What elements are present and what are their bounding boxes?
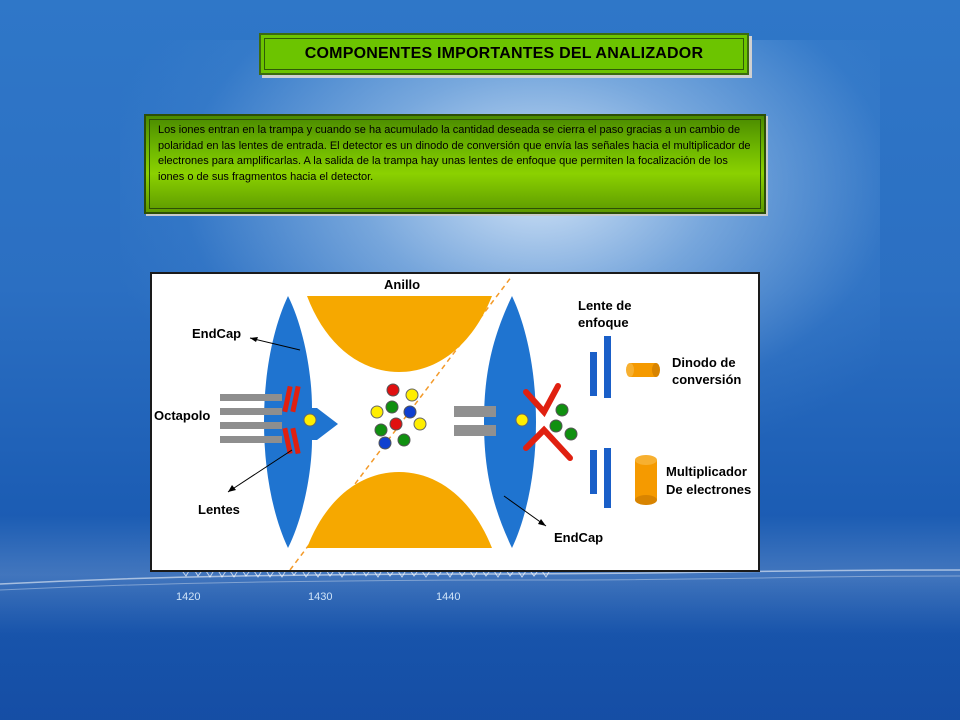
entrance-lens (282, 385, 293, 413)
axis-tick-label: 1440 (436, 591, 461, 603)
leader-line (503, 495, 547, 527)
label-anillo: Anillo (384, 277, 420, 292)
exit-lens (523, 425, 573, 461)
entrance-lens (290, 385, 301, 413)
label-endcap-top: EndCap (192, 326, 241, 341)
ion-green (564, 427, 578, 441)
leader-arrowhead (538, 519, 546, 526)
focus-lens (604, 336, 611, 398)
label-octapolo: Octapolo (154, 408, 210, 423)
leader-arrowhead (228, 485, 236, 492)
description-text: Los iones entran en la trampa y cuando s… (149, 119, 761, 209)
endcap-left (264, 296, 338, 548)
axis-tick-label: 1420 (176, 591, 201, 603)
ion-yellow (413, 417, 427, 431)
description-box: Los iones entran en la trampa y cuando s… (144, 114, 766, 214)
ion-blue (378, 436, 392, 450)
ion-red (389, 417, 403, 431)
conversion-dynode (626, 363, 660, 377)
octapole-rod (220, 436, 282, 443)
ion-blue (403, 405, 417, 419)
leader-line (249, 337, 301, 351)
slide-title: COMPONENTES IMPORTANTES DEL ANALIZADOR (264, 38, 744, 70)
ion-trap-diagram: Anillo EndCap Octapolo Lentes EndCap Len… (150, 272, 760, 572)
label-lente-enfoque-2: enfoque (578, 315, 629, 330)
focus-lens (604, 448, 611, 508)
ion-yellow (515, 413, 529, 427)
label-lentes: Lentes (198, 502, 240, 517)
octapole-rod (220, 408, 282, 415)
exit-lens (523, 383, 561, 418)
leader-arrowhead (250, 337, 258, 342)
label-multiplicador-2: De electrones (666, 482, 751, 497)
background-lower (0, 560, 960, 720)
electron-multiplier (635, 455, 657, 505)
ion-green (397, 433, 411, 447)
focus-lens (590, 450, 597, 494)
ion-yellow (303, 413, 317, 427)
ion-yellow (405, 388, 419, 402)
entrance-lens (282, 427, 293, 455)
endcap-right (484, 296, 536, 548)
ion-green (549, 419, 563, 433)
ion-green (374, 423, 388, 437)
ring-electrode-bottom (307, 472, 492, 548)
exit-slit (454, 406, 496, 417)
ion-red (386, 383, 400, 397)
label-dinodo-2: conversión (672, 372, 741, 387)
exit-slit (454, 425, 496, 436)
ion-yellow (370, 405, 384, 419)
entrance-lens (290, 427, 301, 455)
label-endcap-bottom: EndCap (554, 530, 603, 545)
octapole-rod (220, 394, 282, 401)
ring-electrode-top (307, 296, 492, 372)
ion-green (555, 403, 569, 417)
label-dinodo: Dinodo de (672, 355, 736, 370)
ion-green (385, 400, 399, 414)
leader-line (227, 449, 293, 493)
axis-tick-label: 1430 (308, 591, 333, 603)
ion-trap-svg: Anillo EndCap Octapolo Lentes EndCap Len… (154, 275, 751, 571)
octapole-rod (220, 422, 282, 429)
label-lente-enfoque: Lente de (578, 298, 631, 313)
focus-lens (590, 352, 597, 396)
label-multiplicador: Multiplicador (666, 464, 747, 479)
title-box: COMPONENTES IMPORTANTES DEL ANALIZADOR (259, 33, 749, 75)
